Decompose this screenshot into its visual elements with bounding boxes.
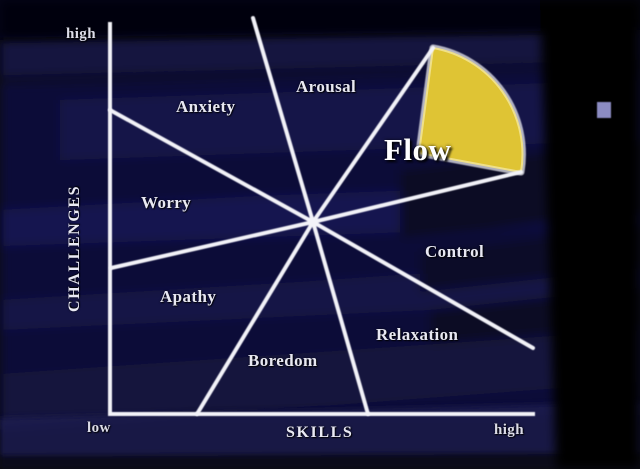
sector-label-control: Control <box>425 242 485 261</box>
sector-label-worry: Worry <box>141 193 192 212</box>
sector-label-boredom: Boredom <box>248 351 318 370</box>
spoke-control-relaxation <box>311 220 535 350</box>
flow-highlight-wedge <box>415 44 526 176</box>
sector-divider-lines <box>108 16 535 416</box>
axis-lines <box>108 22 535 416</box>
cursor-artifact <box>597 102 611 118</box>
spoke-flow-control <box>311 170 523 224</box>
spoke-worry-anxiety <box>108 108 315 224</box>
sector-label-anxiety: Anxiety <box>176 97 236 116</box>
sector-label-flow: Flow <box>384 132 452 167</box>
y-axis-title: CHALLENGES <box>66 184 83 312</box>
spoke-anxiety-arousal <box>251 16 315 224</box>
spoke-arousal-flow <box>311 46 435 224</box>
spoke-boredom-apathy <box>195 220 315 416</box>
sector-label-apathy: Apathy <box>160 287 217 306</box>
spoke-relaxation-boredom <box>311 220 370 416</box>
x-axis-title: SKILLS <box>286 424 354 441</box>
spoke-apathy-worry <box>109 220 315 270</box>
y-axis-low-label: low <box>87 420 111 436</box>
y-axis-high-label: high <box>66 26 96 42</box>
sector-label-arousal: Arousal <box>296 77 357 96</box>
sector-label-relaxation: Relaxation <box>376 325 459 344</box>
x-axis-high-label: high <box>494 422 524 438</box>
